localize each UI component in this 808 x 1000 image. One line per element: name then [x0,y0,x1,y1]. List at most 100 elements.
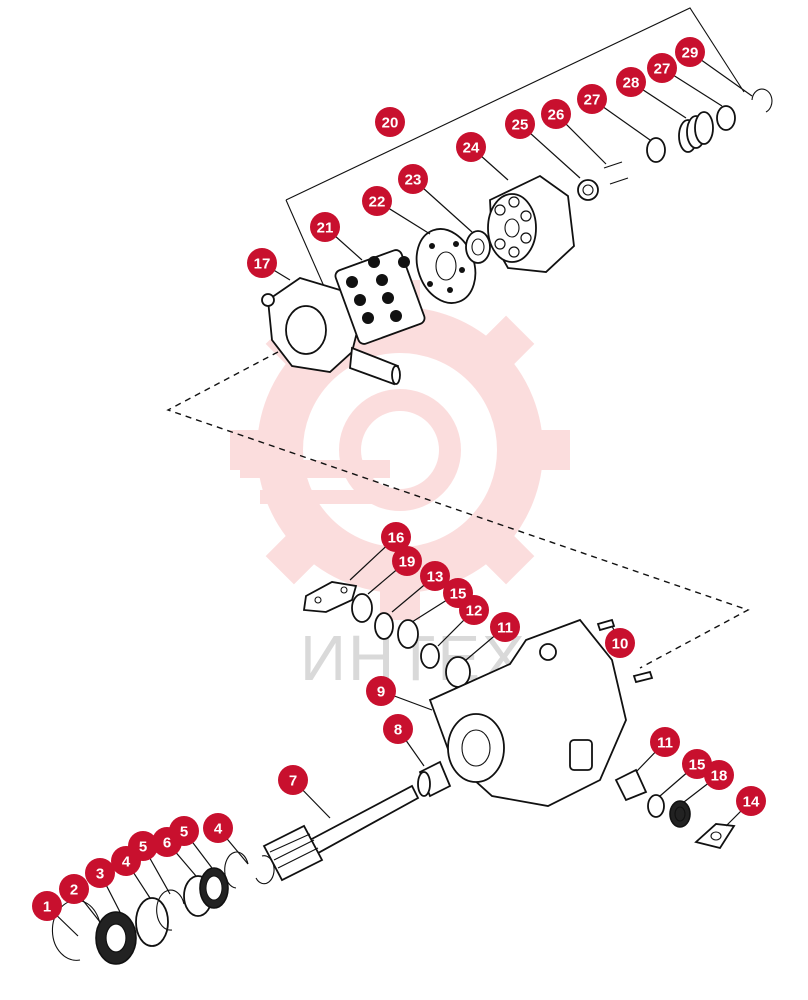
callout-number: 24 [463,140,480,157]
callout-number: 27 [654,61,671,78]
callout-balloon [383,714,413,744]
callout-16: 16 [381,522,411,552]
callout-2: 2 [59,874,89,904]
callout-number: 2 [70,882,78,899]
callout-balloon [362,186,392,216]
callout-3: 3 [85,858,115,888]
callout-balloon [541,99,571,129]
callout-number: 22 [369,194,386,211]
callout-23: 23 [398,164,428,194]
callout-4: 4 [203,813,233,843]
callout-27: 27 [647,53,677,83]
callout-number: 19 [399,554,416,571]
callout-21: 21 [310,212,340,242]
callout-balloon [32,891,62,921]
callout-number: 29 [682,45,699,62]
callout-number: 18 [711,768,728,785]
callout-8: 8 [383,714,413,744]
callout-11: 11 [490,612,520,642]
callout-10: 10 [605,628,635,658]
callout-25: 25 [505,109,535,139]
callout-14: 14 [736,786,766,816]
callout-24: 24 [456,132,486,162]
callout-balloon [577,84,607,114]
callout-15: 15 [443,578,473,608]
callout-balloon [375,107,405,137]
callout-26: 26 [541,99,571,129]
callout-balloon [490,612,520,642]
callout-number: 8 [394,722,402,739]
assembly-guide-lines [166,351,750,669]
callout-number: 17 [254,256,271,273]
callout-balloon [85,858,115,888]
callout-balloon [381,522,411,552]
swashplate-housing [261,277,401,386]
callout-number: 3 [96,866,104,883]
callout-balloon [704,760,734,790]
callout-number: 4 [214,821,223,838]
callout-number: 13 [427,569,444,586]
callout-5: 5 [169,816,199,846]
callout-1: 1 [32,891,62,921]
callout-number: 14 [743,794,760,811]
callout-number: 4 [122,854,131,871]
callout-number: 7 [289,773,297,790]
callout-balloon [59,874,89,904]
sleeve [577,179,599,201]
callout-11: 11 [650,727,680,757]
cylinder-block [487,174,575,273]
callout-number: 26 [548,107,565,124]
callout-balloon [247,248,277,278]
lower-ring-stack [51,851,275,965]
callout-balloon [456,132,486,162]
callout-balloon [398,164,428,194]
rotating-group-bracket [285,7,745,301]
callout-balloon [278,765,308,795]
callout-number: 9 [377,684,385,701]
callout-number: 27 [584,92,601,109]
callout-number: 12 [466,603,483,620]
pump-housing [428,618,627,807]
callout-number: 25 [512,117,529,134]
callout-balloon [203,813,233,843]
callout-number: 21 [317,220,334,237]
callout-balloon [128,831,158,861]
callout-balloon [736,786,766,816]
callout-balloon [310,212,340,242]
callout-17: 17 [247,248,277,278]
callout-balloon [616,67,646,97]
callout-7: 7 [278,765,308,795]
callout-balloon [443,578,473,608]
callout-27: 27 [577,84,607,114]
callout-19: 19 [392,546,422,576]
callout-number: 28 [623,75,640,92]
callout-number: 15 [689,757,706,774]
callout-28: 28 [616,67,646,97]
callout-balloon [366,676,396,706]
callout-number: 6 [163,835,171,852]
callout-number: 10 [612,636,629,653]
callout-balloon [675,37,705,67]
callout-balloon [650,727,680,757]
callout-number: 23 [405,172,422,189]
bearing-8 [417,760,452,798]
callout-number: 15 [450,586,467,603]
callout-balloon [169,816,199,846]
callout-22: 22 [362,186,392,216]
seal-stack-right [614,768,736,850]
callout-number: 1 [43,899,51,916]
seal-stack-upper [351,593,471,688]
callout-18: 18 [704,760,734,790]
piston-assembly [334,249,426,345]
callout-balloon [420,561,450,591]
callout-balloon [605,628,635,658]
callout-balloon [647,53,677,83]
callout-number: 16 [388,530,405,547]
callout-13: 13 [420,561,450,591]
pins-26 [603,161,629,185]
callout-5: 5 [128,831,158,861]
callout-number: 20 [382,115,399,132]
callout-balloon [505,109,535,139]
